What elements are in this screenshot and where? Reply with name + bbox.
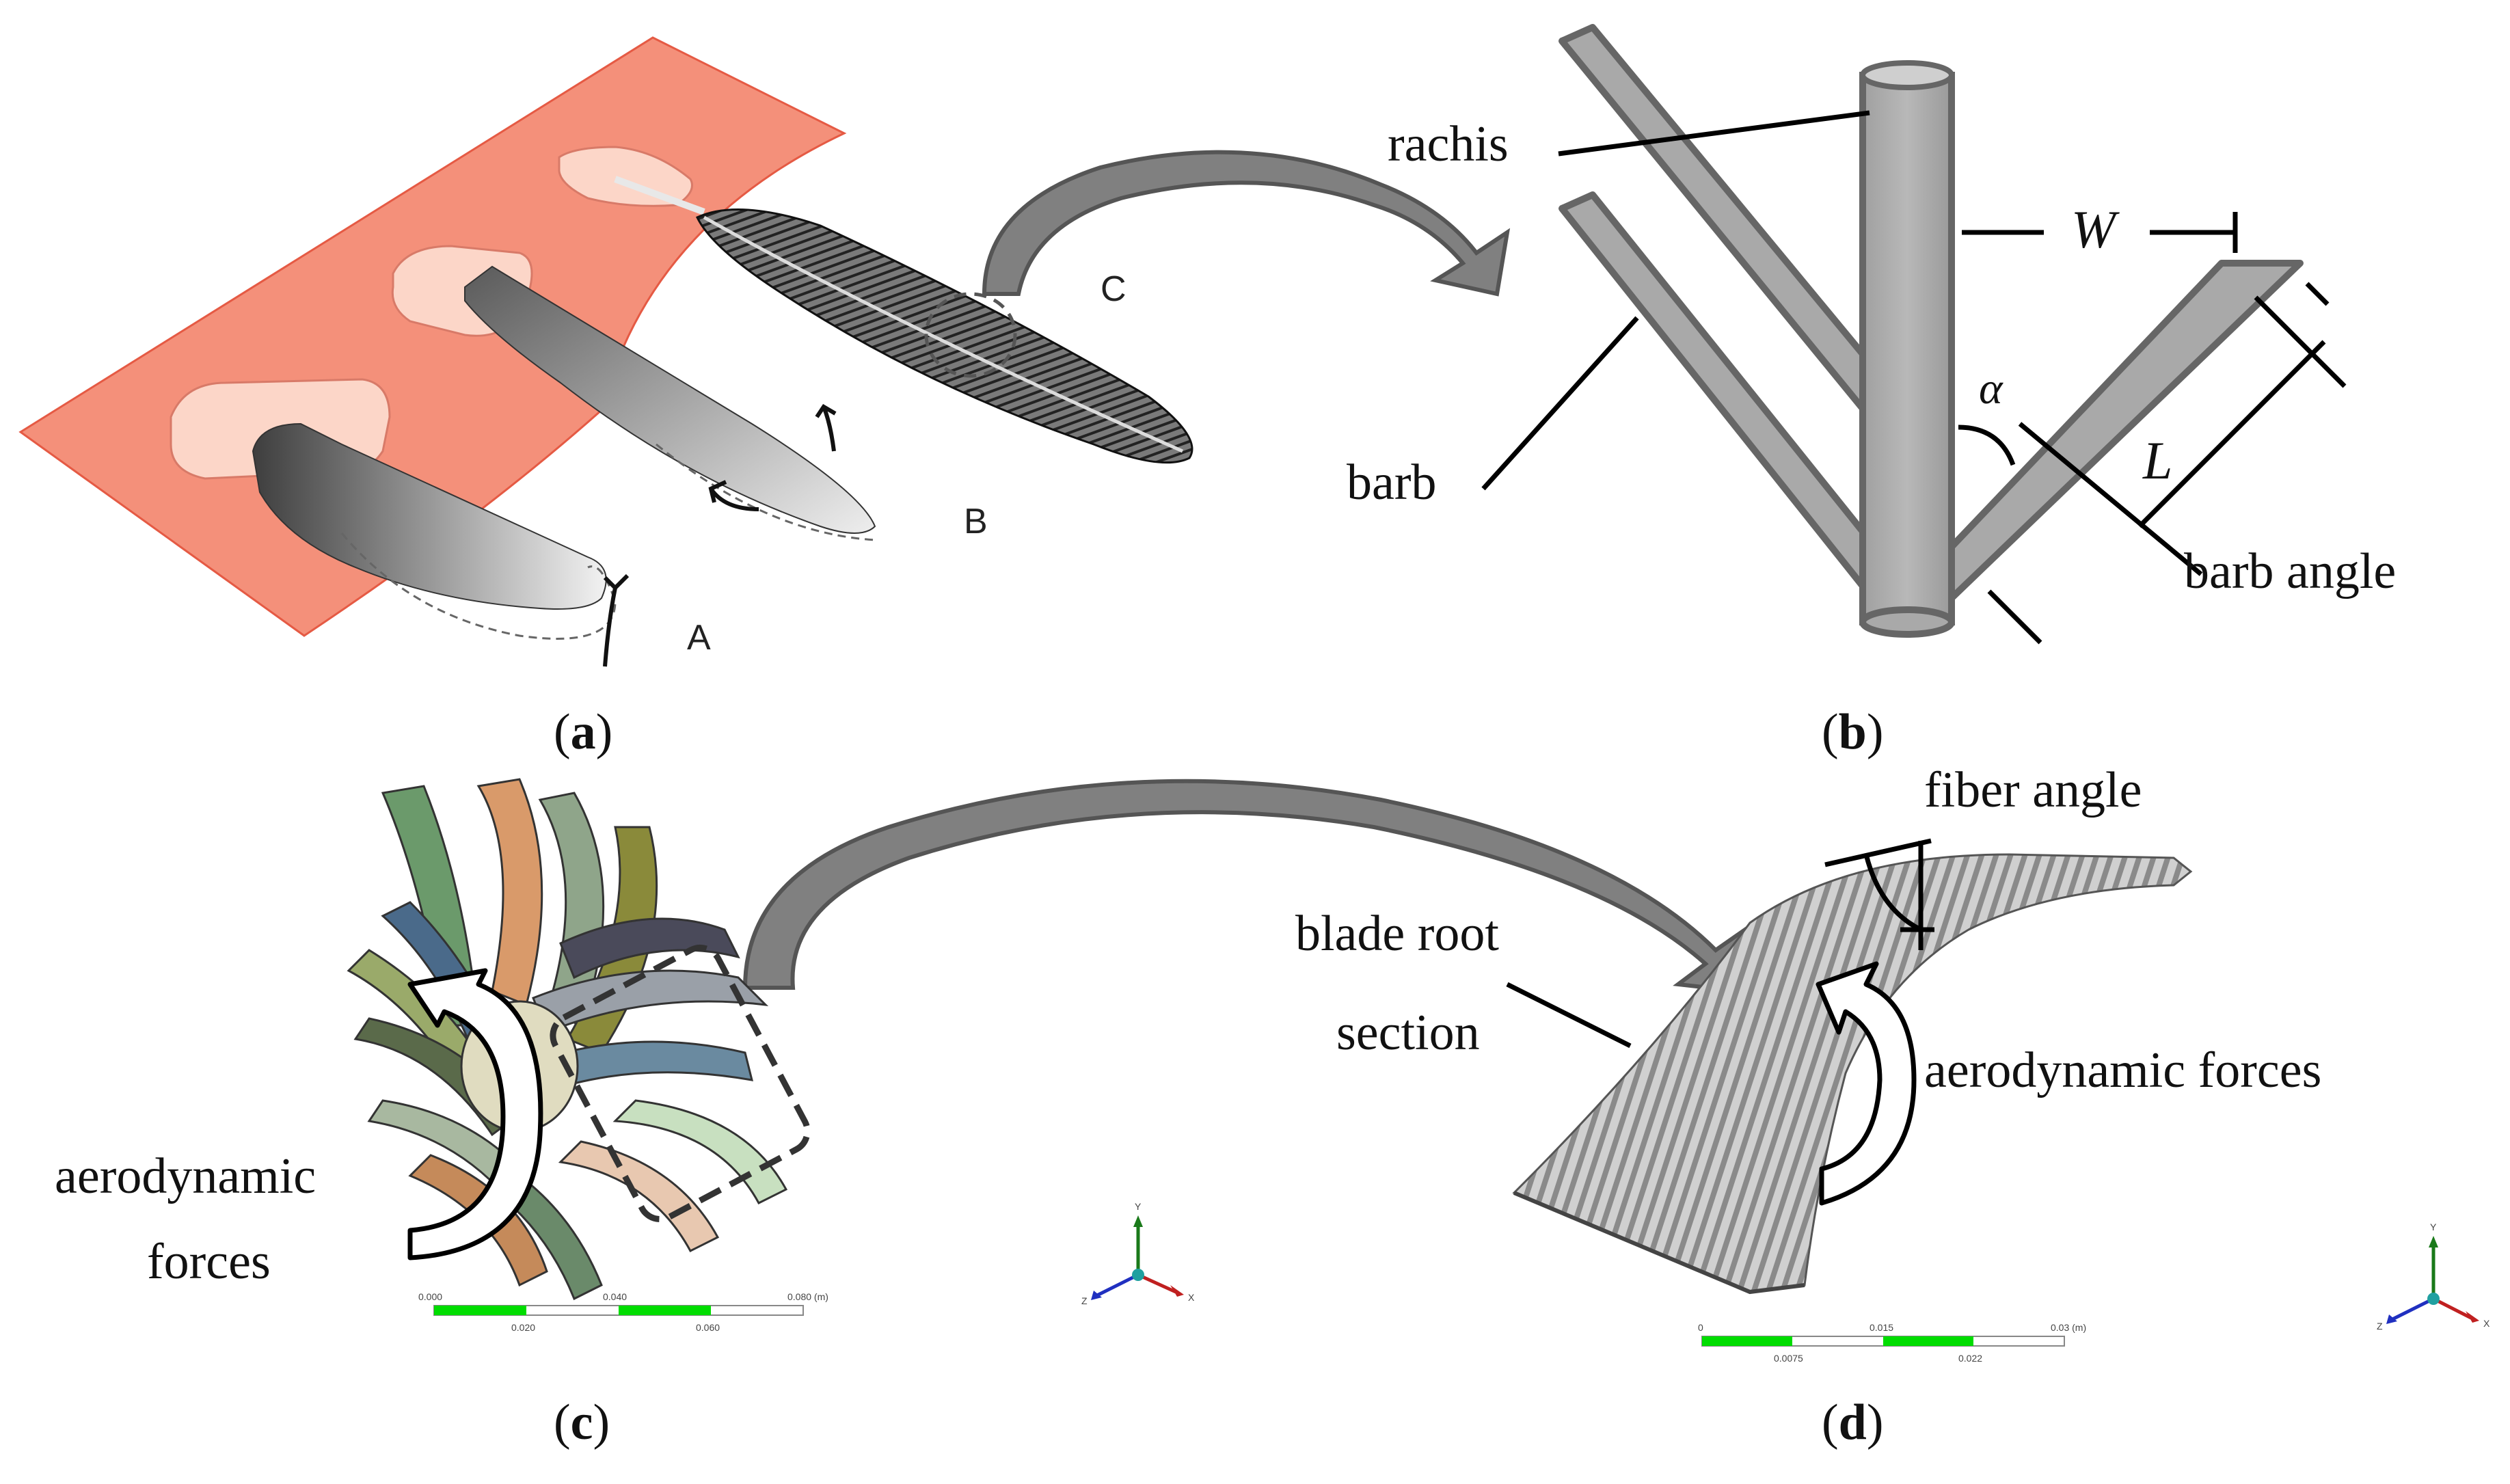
label-a: A [687,618,711,658]
svg-text:0.000: 0.000 [418,1291,442,1302]
axis-triad-d: Y X Z [2377,1222,2490,1332]
label-b: B [964,502,988,541]
label-barb: barb [1347,455,1437,511]
caption-d: (d) [1822,1394,1883,1451]
blade-surface [1512,853,2193,1293]
transfer-arrow-bottom [742,779,1753,994]
label-c: C [1101,269,1126,309]
panel-a: A B C (a) [18,36,1193,760]
barb-lower [1558,191,1873,598]
transfer-arrow-top [982,150,1511,297]
svg-text:0.03 (m): 0.03 (m) [2051,1322,2086,1333]
rachis-top [1860,60,1954,90]
panel-b: rachis barb W α L barb angle (b) [1347,24,2396,760]
svg-text:0.080 (m): 0.080 (m) [787,1291,828,1302]
label-forces-d: aerodynamic forces [1924,1042,2321,1098]
root-leader-line [1506,982,1632,1049]
svg-text:0.040: 0.040 [603,1291,627,1302]
label-rachis: rachis [1388,116,1509,172]
forces-arrow-c [407,968,543,1260]
rachis-rod [1859,72,1955,625]
feather-b [391,245,876,541]
svg-text:0: 0 [1698,1322,1703,1333]
caption-a: (a) [554,704,612,760]
svg-text:X: X [2483,1318,2490,1329]
svg-text:Z: Z [2377,1321,2383,1332]
label-alpha: α [1979,364,2003,414]
panel-c: aerodynamic forces 0.000 0.040 0.080 (m)… [55,778,1195,1451]
blade-edge [1513,1191,1805,1295]
label-forces-line1: aerodynamic [55,1148,316,1204]
label-forces-line2: forces [147,1234,271,1290]
svg-text:0.022: 0.022 [1958,1353,1982,1364]
axis-triad-c: Y X Z [1081,1201,1195,1306]
label-barb-angle: barb angle [2184,543,2396,599]
svg-text:X: X [1188,1292,1195,1303]
zoom-circle [924,292,1017,378]
motion-arrows [603,403,837,667]
label-l: L [2142,431,2172,490]
zoom-box-c [550,945,811,1222]
annotation-lines-b [1481,110,2347,645]
rachis-bottom [1859,606,1955,638]
scale-bar-c: 0.000 0.040 0.080 (m) 0.020 0.060 [418,1291,828,1333]
caption-c: (c) [554,1394,610,1451]
impeller [347,778,788,1301]
fiber-angle-marker [1824,838,1934,950]
label-root-line2: section [1336,1005,1480,1061]
scale-bar-d: 0 0.015 0.03 (m) 0.0075 0.022 [1698,1322,2086,1364]
svg-text:0.060: 0.060 [696,1322,720,1333]
forces-arrow-d [1816,961,1917,1206]
label-fiber-angle: fiber angle [1924,762,2142,818]
feather-a [170,378,617,640]
label-root-line1: blade root [1295,906,1499,962]
svg-text:0.015: 0.015 [1870,1322,1893,1333]
label-w: W [2071,200,2120,259]
svg-text:0.0075: 0.0075 [1774,1353,1803,1364]
svg-text:Z: Z [1081,1295,1088,1306]
svg-text:Y: Y [2430,1222,2437,1232]
svg-text:0.020: 0.020 [511,1322,535,1333]
feather-c [558,146,1193,464]
caption-b: (b) [1822,704,1883,760]
svg-text:Y: Y [1135,1201,1142,1212]
panel-d: fiber angle blade root section aerodynam… [1295,762,2490,1451]
